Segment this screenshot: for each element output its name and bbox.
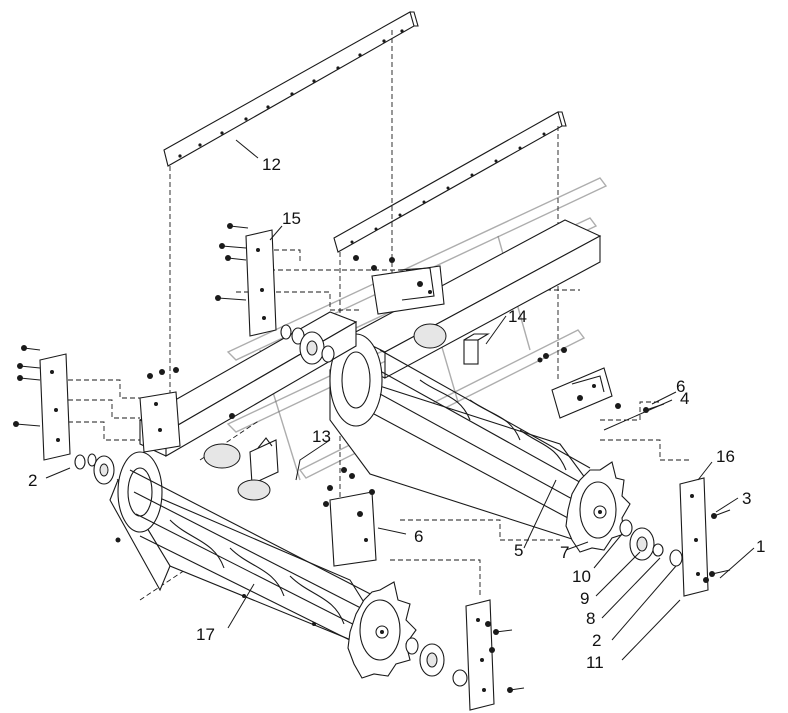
callout-14: 14: [508, 307, 527, 326]
front-roller-sprocket: [347, 581, 417, 679]
callout-labels: 12 15 14 13 2 6 4 16 3 1 6 5 7 10 9 8 2 …: [28, 155, 765, 672]
callout-2-left: 2: [28, 471, 37, 490]
assembly-guide-lines: [60, 30, 690, 601]
callout-10: 10: [572, 567, 591, 586]
callout-8: 8: [586, 609, 595, 628]
bearing-stack-bottom: [405, 637, 468, 687]
bearing-stack-upper: [280, 324, 335, 365]
callout-4: 4: [680, 389, 689, 408]
callout-16: 16: [716, 447, 735, 466]
callout-3: 3: [742, 489, 751, 508]
callout-6-front: 6: [414, 527, 423, 546]
bolt-shanks: [15, 225, 731, 691]
leader-lines: [45, 139, 755, 661]
callout-6-right: 6: [676, 377, 685, 396]
callout-11: 11: [586, 653, 604, 672]
callout-5: 5: [514, 541, 523, 560]
callout-7: 7: [560, 543, 569, 562]
callout-17: 17: [196, 625, 215, 644]
side-plate-right-16: [679, 477, 709, 597]
side-plate-bottom: [465, 599, 495, 711]
scraper-bar-lower: [333, 111, 567, 253]
callout-12: 12: [262, 155, 281, 174]
front-roller-17: [109, 451, 417, 679]
rear-roller-5: [329, 333, 631, 553]
rear-roller-sprocket: [565, 461, 631, 553]
callout-1: 1: [756, 537, 765, 556]
side-plate-upper-15: [245, 229, 277, 337]
scraper-bar-upper: [163, 11, 419, 167]
callout-9: 9: [580, 589, 589, 608]
callout-13: 13: [312, 427, 331, 446]
callout-15: 15: [282, 209, 301, 228]
side-plate-left: [39, 353, 71, 461]
bearing-stack-left: [74, 453, 115, 485]
rear-frame-assembly: [348, 219, 613, 419]
fasteners: [13, 223, 717, 693]
bearing-stack-right: [619, 519, 683, 567]
callout-2-right: 2: [592, 631, 601, 650]
